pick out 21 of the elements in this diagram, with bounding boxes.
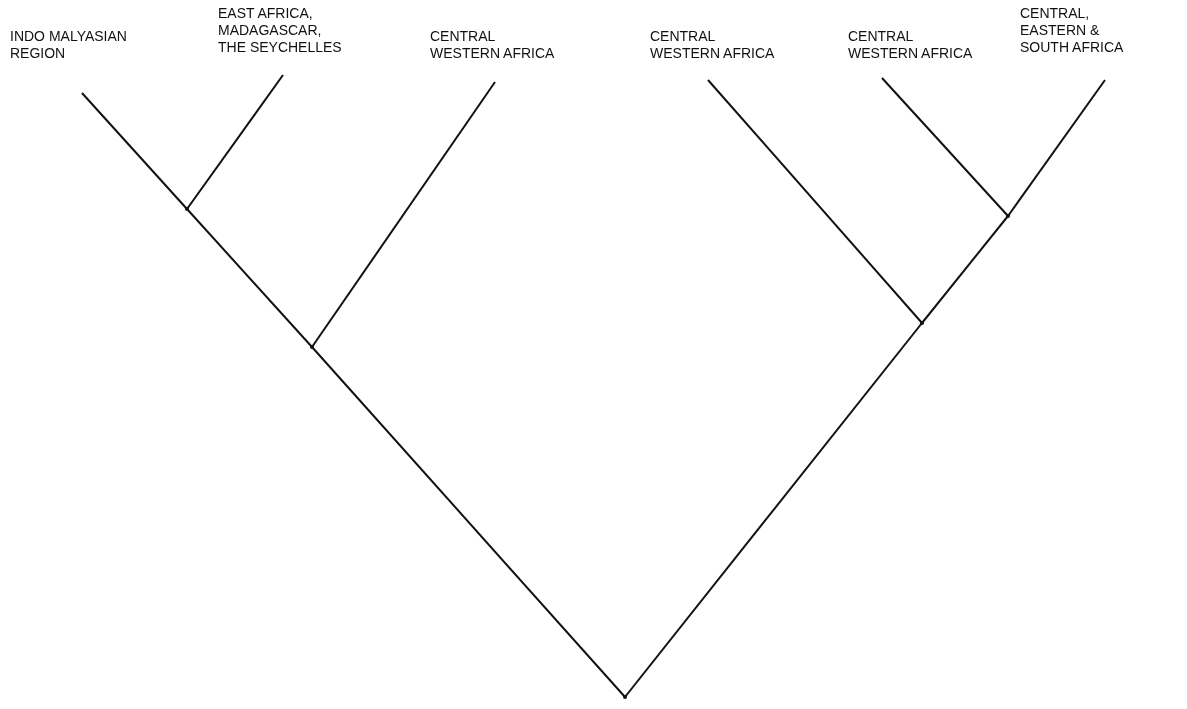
branch-point [623,695,627,699]
region-label: CENTRAL WESTERN AFRICA [430,28,556,62]
branch-line [921,215,1009,324]
region-label: CENTRAL WESTERN AFRICA [848,28,974,62]
region-label: CENTRAL WESTERN AFRICA [650,28,776,62]
region-label: EAST AFRICA, MADAGASCAR, THE SEYCHELLES [218,5,343,56]
branch-point [185,207,189,211]
region-label: CENTRAL, EASTERN & SOUTH AFRICA [1020,5,1125,56]
branch-line [1007,79,1106,217]
branch-line [311,346,626,698]
branch-line [881,77,1009,217]
branch-point [1006,214,1010,218]
branch-line [186,208,313,348]
branch-line [707,79,923,324]
branch-point [920,321,924,325]
branch-line [81,92,188,210]
branch-line [311,81,496,348]
branch-point [310,345,314,349]
branch-line [624,322,923,698]
region-label: INDO MALYASIAN REGION [10,28,128,62]
branch-line [186,74,284,210]
